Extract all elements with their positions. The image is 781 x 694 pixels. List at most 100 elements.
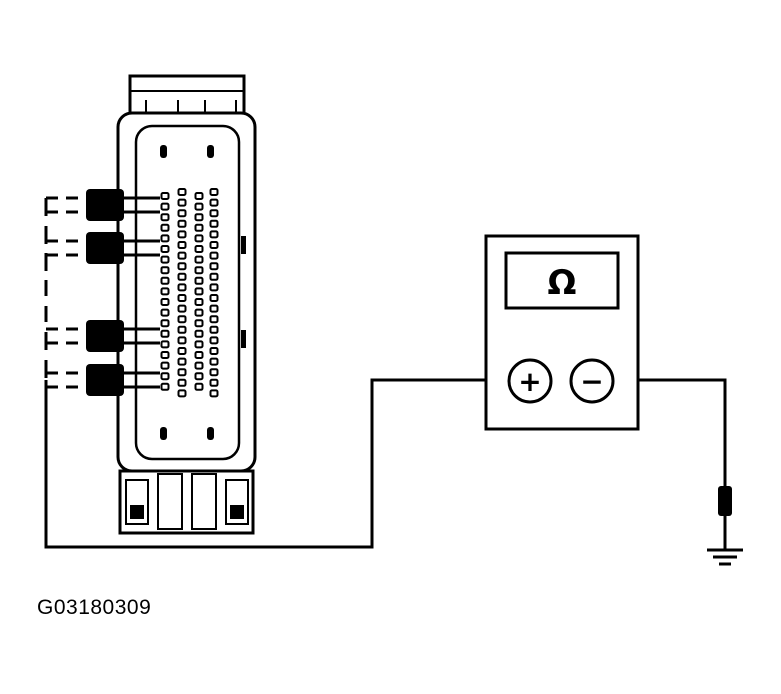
connector-pin	[160, 202, 170, 211]
back-probe-groups	[46, 189, 160, 396]
connector-pin	[177, 241, 187, 249]
probe-body	[86, 364, 124, 396]
connector-pin	[177, 272, 187, 281]
meter-positive-label: +	[518, 365, 541, 398]
test-lead-positive	[44, 378, 510, 549]
connector-pin	[194, 372, 204, 381]
connector-pin	[177, 188, 187, 196]
module-outer-body	[116, 111, 257, 473]
connector-pin	[160, 382, 170, 391]
connector-pin	[160, 192, 170, 200]
ground-symbol	[707, 548, 743, 566]
connector-pin	[160, 213, 170, 222]
connector-pin	[194, 361, 204, 370]
connector-pin	[209, 336, 219, 345]
connector-pin	[209, 251, 219, 260]
connector-pin	[177, 357, 187, 366]
connector-pin	[194, 223, 204, 232]
meter-negative-label: −	[580, 365, 603, 398]
connector-pin	[177, 262, 187, 271]
connector-pin	[177, 368, 187, 377]
connector-pin	[209, 272, 219, 281]
connector-pin	[209, 230, 219, 239]
connector-pin	[209, 325, 219, 334]
control-module	[116, 74, 257, 535]
back-probe-group	[46, 189, 160, 221]
connector-pin	[160, 329, 170, 338]
connector-pin	[194, 340, 204, 349]
connector-pin	[177, 389, 187, 398]
connector-pin	[160, 319, 170, 328]
connector-pin	[209, 262, 219, 271]
connector-pin	[194, 329, 204, 338]
back-probe-group	[46, 364, 160, 396]
probe-body	[86, 189, 124, 221]
connector-pin	[177, 315, 187, 324]
connector-pin	[194, 192, 204, 200]
connector-pin	[177, 230, 187, 239]
connector-pin	[177, 251, 187, 260]
module-lock-rib	[241, 236, 246, 254]
meter-display	[504, 251, 620, 310]
test-lead-negative	[612, 378, 727, 486]
connector-pin	[209, 368, 219, 377]
connector-pin	[194, 202, 204, 211]
connector-pin	[160, 276, 170, 285]
connector-pin	[177, 347, 187, 355]
connector-pin	[194, 382, 204, 391]
connector-pin	[209, 389, 219, 398]
connector-pin	[194, 213, 204, 222]
module-inner-frame	[134, 124, 241, 461]
connector-pin	[209, 347, 219, 355]
meter-positive-jack[interactable]	[507, 358, 553, 404]
back-probe-group	[46, 320, 160, 352]
module-corner-slots	[160, 145, 214, 440]
connector-pin	[209, 241, 219, 249]
connector-pin	[177, 336, 187, 345]
connector-pin	[160, 351, 170, 359]
module-lock-rib	[241, 330, 246, 348]
connector-pin	[160, 255, 170, 264]
connector-pin	[177, 219, 187, 228]
connector-pin	[194, 287, 204, 296]
probe-body	[86, 232, 124, 264]
connector-pin	[177, 209, 187, 218]
connector-pin	[160, 298, 170, 306]
meter-ohm-symbol: Ω	[548, 263, 577, 303]
connector-pin	[209, 188, 219, 196]
wiring	[44, 198, 727, 549]
connector-pin	[160, 245, 170, 253]
connector-pin	[209, 294, 219, 302]
figure-id: G03180309	[37, 596, 152, 619]
connector-pin	[160, 266, 170, 275]
connector-pin	[160, 223, 170, 232]
connector-pin	[194, 245, 204, 253]
connector-pin	[177, 198, 187, 207]
connector-pin-grid	[160, 188, 246, 398]
connector-pin	[177, 325, 187, 334]
connector-pin	[160, 340, 170, 349]
connector-pin	[160, 372, 170, 381]
connector-pin	[160, 287, 170, 296]
connector-pin	[194, 298, 204, 306]
connector-pin	[194, 266, 204, 275]
connector-pin	[177, 378, 187, 387]
connector-pin	[194, 255, 204, 264]
connector-pin	[177, 304, 187, 313]
connector-pin	[177, 283, 187, 292]
connector-pin	[160, 234, 170, 243]
connector-pin	[209, 378, 219, 387]
ohmmeter: Ω + −	[484, 234, 640, 431]
connector-pin	[209, 209, 219, 218]
connector-pin	[194, 319, 204, 328]
connector-pin	[194, 234, 204, 243]
connector-pin	[209, 283, 219, 292]
ground-connection	[707, 486, 743, 566]
connector-pin	[209, 315, 219, 324]
connector-pin	[194, 276, 204, 285]
connector-pin	[194, 351, 204, 359]
meter-negative-jack[interactable]	[569, 358, 615, 404]
connector-pin	[160, 308, 170, 317]
connector-pin	[209, 219, 219, 228]
connector-pin	[194, 308, 204, 317]
